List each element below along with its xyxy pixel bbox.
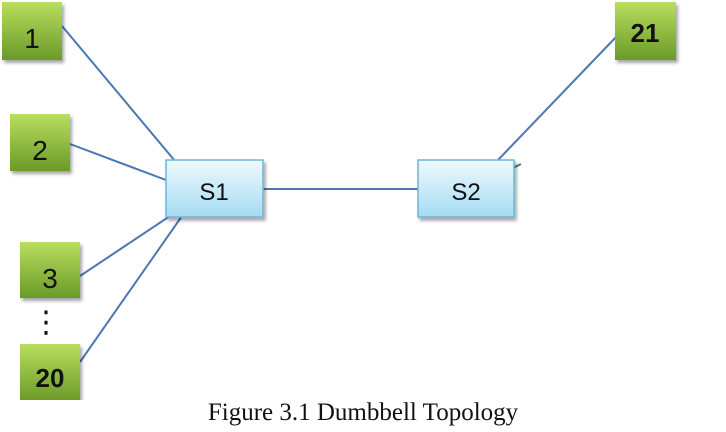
ellipsis-vertical: ⋮	[31, 305, 61, 340]
switch-s2-label: S2	[451, 179, 480, 206]
link-s2-host21	[497, 35, 618, 161]
link-host3-s1	[79, 215, 171, 277]
switch-s1-label: S1	[199, 179, 228, 206]
switch-s2: S2	[417, 159, 515, 218]
link-host20-s1	[79, 215, 183, 363]
host-20-label: 20	[36, 363, 65, 393]
link-host2-s1	[69, 143, 167, 181]
host-21-label: 21	[631, 18, 660, 48]
host-3: 3	[20, 242, 80, 298]
host-1: 1	[2, 2, 62, 60]
figure-caption: Figure 3.1 Dumbbell Topology	[207, 399, 519, 426]
host-1-label: 1	[24, 23, 40, 54]
host-20: 20	[20, 344, 80, 400]
host-21: 21	[615, 2, 676, 60]
host-3-label: 3	[42, 263, 58, 294]
switch-s1: S1	[165, 159, 264, 218]
host-2-label: 2	[32, 135, 48, 166]
dumbbell-topology-diagram: 1 2 3 ⋮ 20 21 S1 S2	[2, 2, 676, 400]
host-2: 2	[10, 114, 70, 171]
link-host1-s1	[61, 25, 176, 162]
